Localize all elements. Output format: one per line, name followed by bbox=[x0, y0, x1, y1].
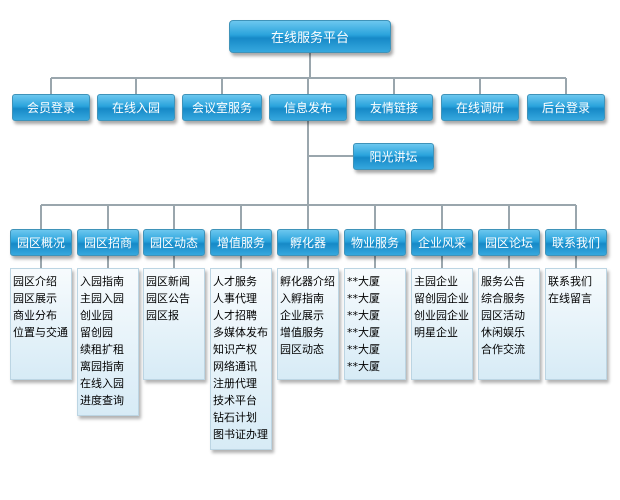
root-node[interactable]: 在线服务平台 bbox=[229, 20, 391, 53]
sub-node-sunshine-forum[interactable]: 阳光讲坛 bbox=[353, 143, 434, 170]
menu-item[interactable]: 明星企业 bbox=[414, 326, 458, 339]
category-property[interactable]: 物业服务 bbox=[344, 229, 406, 256]
top-nav-friendly-links[interactable]: 友情链接 bbox=[355, 94, 433, 121]
menu-item[interactable]: 园区动态 bbox=[280, 343, 324, 356]
menu-item[interactable]: **大厦 bbox=[347, 292, 380, 305]
menu-item[interactable]: 企业展示 bbox=[280, 309, 324, 322]
category-park-news[interactable]: 园区动态 bbox=[143, 229, 205, 256]
menu-item[interactable]: 在线入园 bbox=[80, 377, 124, 390]
menu-item[interactable]: 入园指南 bbox=[80, 275, 124, 288]
menu-item[interactable]: 注册代理 bbox=[213, 377, 257, 390]
menu-item[interactable]: 人才服务 bbox=[213, 275, 257, 288]
menu-item[interactable]: 综合服务 bbox=[481, 292, 525, 305]
top-nav-online-survey[interactable]: 在线调研 bbox=[441, 94, 519, 121]
menu-item[interactable]: 入孵指南 bbox=[280, 292, 324, 305]
category-value-added[interactable]: 增值服务 bbox=[210, 229, 272, 256]
menu-item[interactable]: 主园入园 bbox=[80, 292, 124, 305]
menu-item[interactable]: 创业园企业 bbox=[414, 309, 469, 322]
top-nav-online-entry[interactable]: 在线入园 bbox=[97, 94, 175, 121]
column-forum: 服务公告 综合服务 园区活动 休闲娱乐 合作交流 bbox=[478, 268, 540, 380]
menu-item[interactable]: 创业园 bbox=[80, 309, 113, 322]
column-enterprises: 主园企业 留创园企业 创业园企业 明星企业 bbox=[411, 268, 473, 380]
category-investment[interactable]: 园区招商 bbox=[77, 229, 139, 256]
menu-item[interactable]: 网络通讯 bbox=[213, 360, 257, 373]
column-contact: 联系我们 在线留言 bbox=[545, 268, 607, 380]
menu-item[interactable]: 休闲娱乐 bbox=[481, 326, 525, 339]
menu-item[interactable]: 增值服务 bbox=[280, 326, 324, 339]
menu-item[interactable]: 园区报 bbox=[146, 309, 179, 322]
menu-item[interactable]: 人才招聘 bbox=[213, 309, 257, 322]
category-forum[interactable]: 园区论坛 bbox=[478, 229, 540, 256]
menu-item[interactable]: **大厦 bbox=[347, 275, 380, 288]
column-investment: 入园指南 主园入园 创业园 留创园 续租扩租 离园指南 在线入园 进度查询 bbox=[77, 268, 139, 416]
menu-item[interactable]: 钻石计划 bbox=[213, 411, 257, 424]
menu-item[interactable]: 商业分布 bbox=[13, 309, 57, 322]
menu-item[interactable]: 孵化器介绍 bbox=[280, 275, 335, 288]
column-value-added: 人才服务 人事代理 人才招聘 多媒体发布 知识产权 网络通讯 注册代理 技术平台… bbox=[210, 268, 272, 450]
menu-item[interactable]: 图书证办理 bbox=[213, 428, 268, 441]
menu-item[interactable]: 多媒体发布 bbox=[213, 326, 268, 339]
menu-item[interactable]: **大厦 bbox=[347, 309, 380, 322]
column-incubator: 孵化器介绍 入孵指南 企业展示 增值服务 园区动态 bbox=[277, 268, 339, 380]
column-park-news: 园区新闻 园区公告 园区报 bbox=[143, 268, 205, 380]
category-enterprises[interactable]: 企业风采 bbox=[411, 229, 473, 256]
menu-item[interactable]: **大厦 bbox=[347, 360, 380, 373]
menu-item[interactable]: 技术平台 bbox=[213, 394, 257, 407]
menu-item[interactable]: 留创园企业 bbox=[414, 292, 469, 305]
menu-item[interactable]: 园区新闻 bbox=[146, 275, 190, 288]
menu-item[interactable]: 知识产权 bbox=[213, 343, 257, 356]
category-incubator[interactable]: 孵化器 bbox=[277, 229, 339, 256]
menu-item[interactable]: 人事代理 bbox=[213, 292, 257, 305]
menu-item[interactable]: 主园企业 bbox=[414, 275, 458, 288]
menu-item[interactable]: 位置与交通 bbox=[13, 326, 68, 339]
column-property: **大厦 **大厦 **大厦 **大厦 **大厦 **大厦 bbox=[344, 268, 406, 380]
top-nav-meeting-room[interactable]: 会议室服务 bbox=[182, 94, 262, 121]
menu-item[interactable]: 离园指南 bbox=[80, 360, 124, 373]
menu-item[interactable]: 园区介绍 bbox=[13, 275, 57, 288]
menu-item[interactable]: 留创园 bbox=[80, 326, 113, 339]
top-nav-admin-login[interactable]: 后台登录 bbox=[527, 94, 605, 121]
category-contact[interactable]: 联系我们 bbox=[545, 229, 607, 256]
menu-item[interactable]: **大厦 bbox=[347, 343, 380, 356]
category-park-overview[interactable]: 园区概况 bbox=[10, 229, 72, 256]
menu-item[interactable]: 服务公告 bbox=[481, 275, 525, 288]
menu-item[interactable]: 园区公告 bbox=[146, 292, 190, 305]
menu-item[interactable]: **大厦 bbox=[347, 326, 380, 339]
menu-item[interactable]: 续租扩租 bbox=[80, 343, 124, 356]
menu-item[interactable]: 园区展示 bbox=[13, 292, 57, 305]
column-park-overview: 园区介绍 园区展示 商业分布 位置与交通 bbox=[10, 268, 72, 380]
menu-item[interactable]: 进度查询 bbox=[80, 394, 124, 407]
menu-item[interactable]: 园区活动 bbox=[481, 309, 525, 322]
top-nav-info-publish[interactable]: 信息发布 bbox=[269, 94, 347, 121]
menu-item[interactable]: 合作交流 bbox=[481, 343, 525, 356]
top-nav-member-login[interactable]: 会员登录 bbox=[12, 94, 90, 121]
menu-item[interactable]: 在线留言 bbox=[548, 292, 592, 305]
menu-item[interactable]: 联系我们 bbox=[548, 275, 592, 288]
